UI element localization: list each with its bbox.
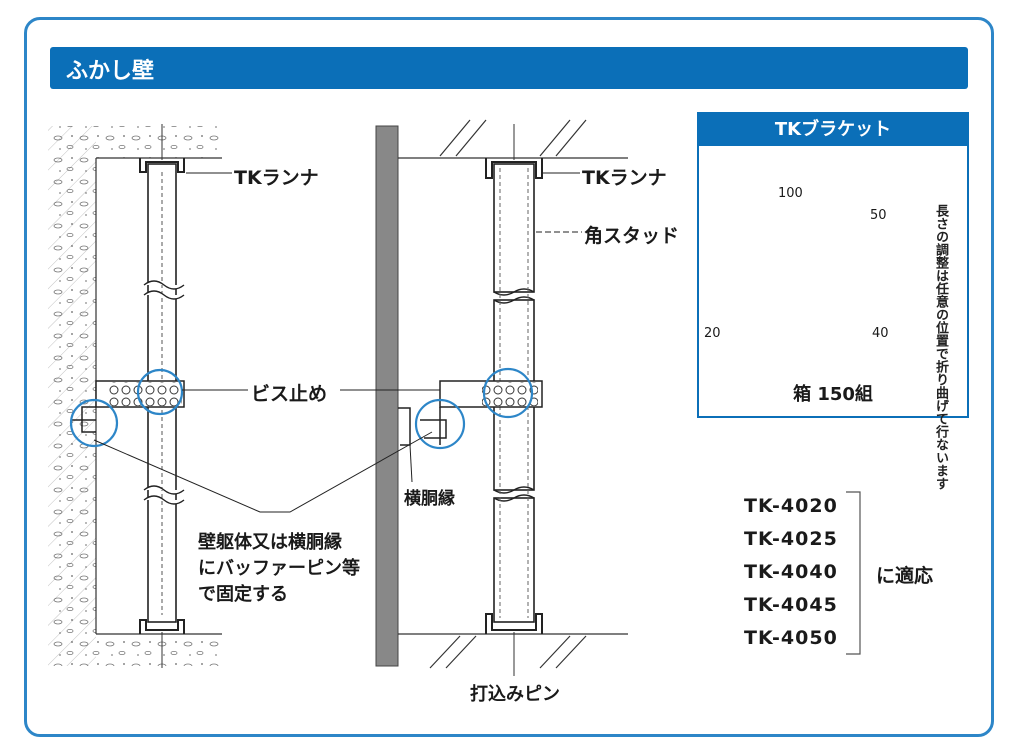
leader-lines (93, 172, 582, 513)
model-item: TK-4045 (744, 594, 838, 616)
bracket-box-quantity: 箱 150組 (793, 384, 873, 405)
section-header: ふかし壁 (50, 47, 968, 89)
dim-40: 40 (872, 326, 889, 341)
model-list: TK-4020 TK-4025 TK-4040 TK-4045 TK-4050 (744, 490, 838, 655)
note-line-3: で固定する (198, 584, 288, 605)
model-item: TK-4020 (744, 495, 838, 517)
label-drive-pin: 打込みピン (470, 684, 560, 705)
middle-wall-section (375, 119, 628, 676)
model-item: TK-4025 (744, 528, 838, 550)
bracket-adjust-note: 長さの調整は任意の位置で折り曲げて行ないます (933, 204, 948, 490)
label-square-stud: 角スタッド (584, 225, 680, 247)
label-tk-runner-left: TKランナ (234, 167, 319, 189)
left-wall-section (48, 124, 222, 668)
label-screw-fix: ビス止め (251, 383, 328, 405)
dim-100: 100 (778, 186, 803, 201)
section-title: ふかし壁 (66, 59, 155, 84)
dim-50: 50 (870, 208, 887, 223)
label-tk-runner-right: TKランナ (582, 167, 667, 189)
note-line-2: にバッファーピン等 (198, 558, 360, 579)
bracket-title: TKブラケット (699, 114, 967, 146)
apply-text: に適応 (876, 565, 934, 587)
model-item: TK-4050 (744, 627, 838, 649)
tk-bracket-panel: TKブラケット 箱 150組 (697, 112, 969, 418)
label-horizontal-edge: 横胴縁 (404, 489, 455, 509)
note-line-1: 壁躯体又は横胴縁 (198, 532, 342, 553)
dim-20: 20 (704, 326, 721, 341)
model-item: TK-4040 (744, 561, 838, 583)
